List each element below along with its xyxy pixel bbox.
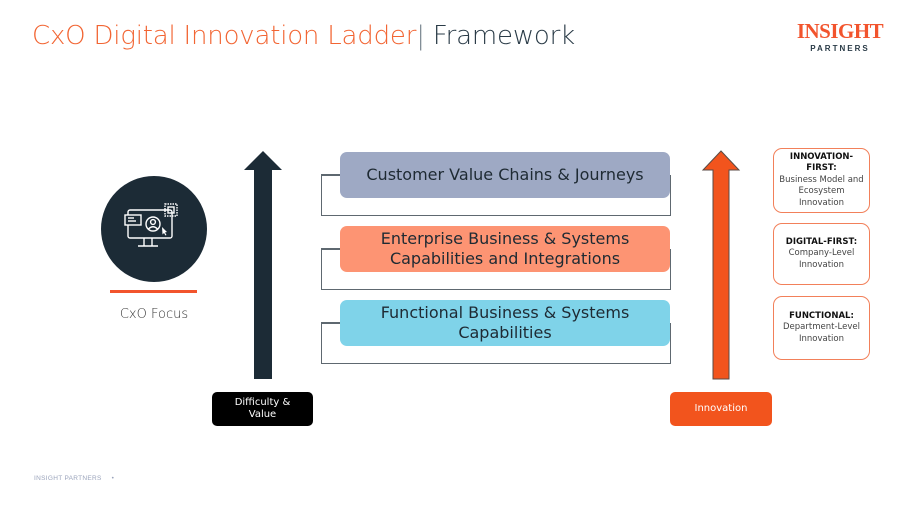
title-accent: CxO Digital Innovation Ladder (32, 21, 417, 51)
focus-label: CxO Focus (119, 307, 189, 322)
level-innovation-first: INNOVATION-FIRST: Business Model and Eco… (773, 148, 870, 213)
insight-partners-logo: INSIGHT PARTNERS (790, 20, 890, 53)
layer-customer-value-chains: Customer Value Chains & Journeys (340, 152, 670, 198)
footer-brand: INSIGHT PARTNERS (34, 475, 102, 482)
focus-underline (110, 290, 197, 293)
level-functional: FUNCTIONAL: Department-Level Innovation (773, 296, 870, 360)
innovation-arrow-icon (701, 150, 741, 380)
layer-3-text: Functional Business & Systems Capabiliti… (380, 303, 630, 342)
level-3-desc: Department-Level Innovation (783, 322, 860, 344)
difficulty-value-label: Difficulty & Value (212, 392, 313, 426)
difficulty-label-line2: Value (248, 409, 277, 420)
layer-bracket-1 (320, 174, 671, 216)
difficulty-label-line1: Difficulty & (234, 397, 291, 408)
difficulty-arrow-icon (244, 151, 282, 379)
title-separator: | (416, 21, 425, 51)
layer-enterprise-business: Enterprise Business & Systems Capabiliti… (340, 226, 670, 272)
level-2-head: DIGITAL-FIRST: (785, 236, 858, 247)
logo-sub: PARTNERS (810, 44, 870, 53)
cxo-focus-badge (101, 176, 207, 282)
level-1-desc: Business Model and Ecosystem Innovation (779, 174, 864, 208)
logo-main: INSIGHT (796, 19, 884, 43)
footer: INSIGHT PARTNERS • (34, 475, 114, 482)
level-2-desc: Company-Level Innovation (788, 248, 855, 270)
title-rest: Framework (424, 21, 575, 51)
layer-2-text: Enterprise Business & Systems Capabiliti… (380, 229, 630, 268)
footer-dot: • (111, 475, 115, 482)
computer-user-icon (124, 203, 178, 247)
level-1-head: INNOVATION-FIRST: (789, 151, 854, 174)
layer-bracket-2 (320, 248, 671, 290)
page-title: CxO Digital Innovation Ladder| Framework (32, 18, 575, 51)
level-digital-first: DIGITAL-FIRST: Company-Level Innovation (773, 223, 870, 285)
layer-bracket-3 (320, 322, 671, 364)
level-3-head: FUNCTIONAL: (789, 310, 854, 321)
layer-functional-business: Functional Business & Systems Capabiliti… (340, 300, 670, 346)
innovation-label: Innovation (670, 392, 772, 426)
